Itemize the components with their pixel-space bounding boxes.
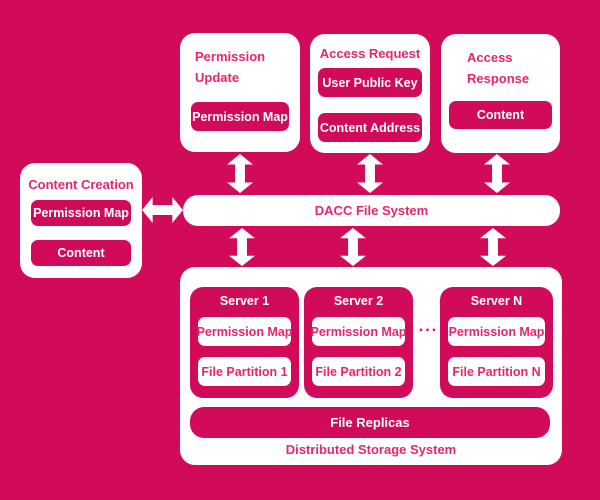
distributed-storage-label: Distributed Storage System: [285, 442, 457, 457]
servers-ellipsis: ...: [418, 318, 439, 335]
double-arrow-permission-update-icon: [227, 154, 253, 193]
distributed-storage-box: Server 1 Permission Map File Partition 1…: [180, 267, 562, 465]
dacc-file-system-label: DACC File System: [314, 203, 429, 218]
content-address-chip: Content Address: [318, 113, 422, 142]
content-chip: Content: [31, 240, 131, 266]
double-arrow-server-2-icon: [340, 228, 366, 266]
server-2-title: Server 2: [333, 294, 384, 308]
access-request-title: Access Request: [319, 46, 421, 61]
permission-update-title: Permission Update: [195, 46, 265, 88]
permission-map-chip: Permission Map: [448, 317, 545, 346]
dacc-file-system-bar: DACC File System: [183, 195, 560, 226]
file-partition-1-chip: File Partition 1: [198, 357, 291, 386]
permission-update-title-line1: Permission: [195, 49, 266, 64]
content-chip: Content: [449, 101, 552, 129]
user-public-key-chip: User Public Key: [318, 68, 422, 97]
server-n-title: Server N: [470, 294, 523, 308]
double-arrow-server-n-icon: [480, 228, 506, 266]
double-arrow-access-response-icon: [484, 154, 510, 193]
file-partition-n-chip: File Partition N: [448, 357, 545, 386]
file-replicas-bar: File Replicas: [190, 407, 550, 438]
double-arrow-access-request-icon: [357, 154, 383, 193]
access-request-box: Access Request User Public Key Content A…: [310, 34, 430, 153]
permission-map-chip: Permission Map: [311, 317, 406, 346]
server-1-title: Server 1: [219, 294, 270, 308]
access-response-title-line1: Access: [467, 50, 513, 65]
double-arrow-content-creation-icon: [142, 197, 183, 223]
permission-update-title-line2: Update: [195, 70, 240, 85]
file-partition-2-chip: File Partition 2: [312, 357, 405, 386]
server-1-box: Server 1 Permission Map File Partition 1: [190, 287, 299, 398]
server-n-box: Server N Permission Map File Partition N: [440, 287, 553, 398]
access-response-title-line2: Response: [467, 71, 530, 86]
permission-update-box: Permission Update Permission Map: [180, 33, 300, 152]
permission-map-chip: Permission Map: [191, 102, 289, 131]
content-creation-box: Content Creation Permission Map Content: [20, 163, 142, 278]
access-response-box: Access Response Content: [441, 34, 560, 153]
permission-map-chip: Permission Map: [31, 200, 131, 226]
content-creation-title: Content Creation: [28, 177, 134, 192]
server-2-box: Server 2 Permission Map File Partition 2: [304, 287, 413, 398]
permission-map-chip: Permission Map: [197, 317, 292, 346]
double-arrow-server-1-icon: [229, 228, 255, 266]
access-response-title: Access Response: [467, 47, 529, 89]
